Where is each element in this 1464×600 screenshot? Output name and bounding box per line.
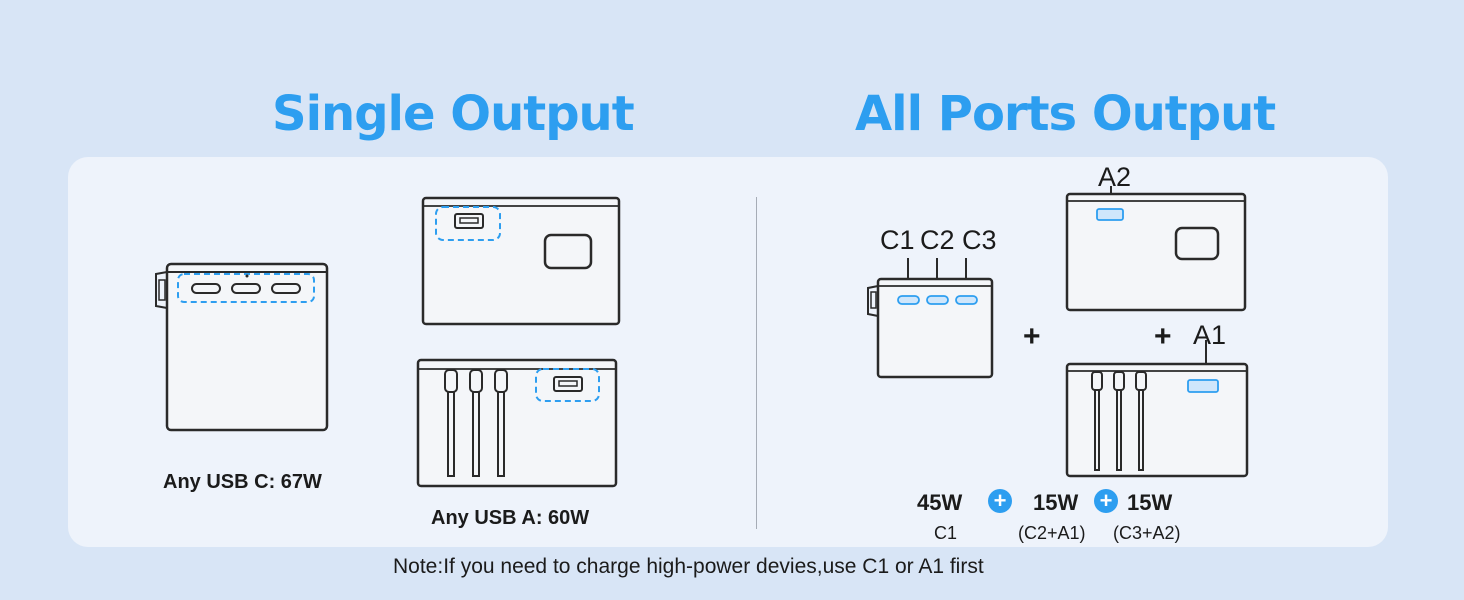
charger-a1-cables-icon [1065, 340, 1249, 478]
usb-c-power-label: Any USB C: 67W [163, 471, 322, 493]
note-text: Note:If you need to charge high-power de… [393, 555, 984, 578]
power-ports-c3-a2: (C3+A2) [1113, 523, 1181, 543]
port-label-a1: A1 [1193, 320, 1227, 350]
port-label-c2: C2 [920, 225, 955, 255]
charger-usb-a-top-icon [421, 196, 621, 326]
power-value-c3-a2: 15W [1127, 490, 1173, 515]
plus-circle-icon: + [988, 489, 1012, 513]
section-divider [756, 197, 757, 529]
power-ports-c1: C1 [934, 523, 958, 543]
charger-with-cables-icon [416, 358, 618, 488]
charger-a2-top-icon [1065, 186, 1247, 312]
power-value-c1: 45W [917, 490, 963, 515]
charger-usb-c-side-icon [155, 262, 329, 432]
port-label-a2: A2 [1098, 162, 1132, 192]
plus-symbol-left: + [1023, 320, 1041, 353]
port-label-c1: C1 [880, 225, 915, 255]
plus-symbol-right: + [1154, 320, 1172, 353]
single-output-heading: Single Output [272, 86, 635, 142]
power-ports-c2-a1: (C2+A1) [1018, 523, 1086, 543]
plus-circle-icon: + [1094, 489, 1118, 513]
port-label-c3: C3 [962, 225, 997, 255]
all-ports-output-heading: All Ports Output [855, 86, 1276, 142]
usb-a-power-label: Any USB A: 60W [431, 507, 590, 529]
power-value-c2-a1: 15W [1033, 490, 1079, 515]
charger-c-ports-small-icon [867, 258, 994, 379]
